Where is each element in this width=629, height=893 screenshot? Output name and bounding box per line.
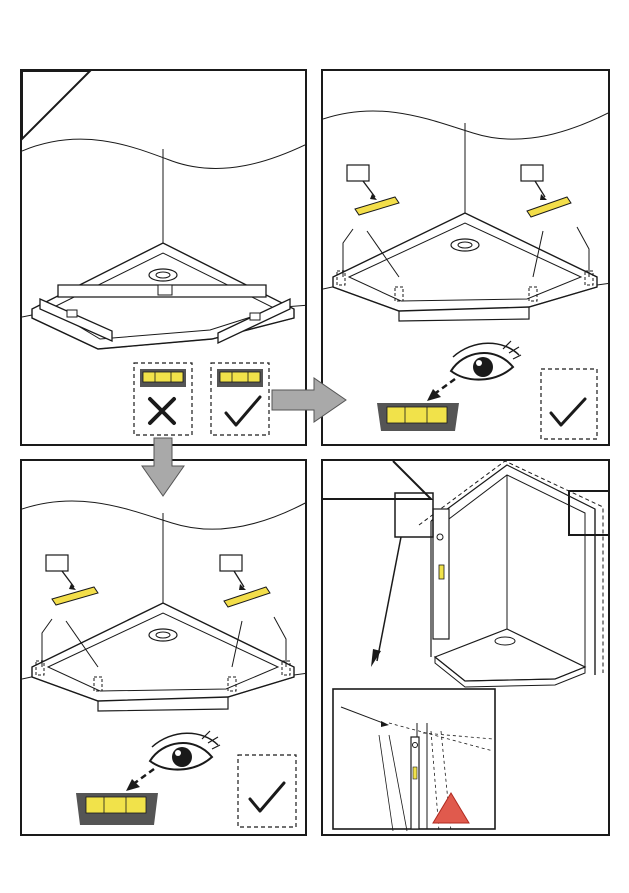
plumb-detail (333, 689, 495, 831)
wall-profile-icon (433, 509, 449, 639)
level-wrong-example (134, 363, 192, 435)
shim-icon (527, 197, 571, 217)
wall-profile-illustration (323, 461, 610, 836)
step-panel-shim-recheck (20, 459, 307, 836)
check-icon (250, 783, 284, 811)
check-icon (226, 397, 260, 425)
bubble-off-center-icon (143, 372, 183, 382)
check-icon (551, 399, 585, 425)
cross-icon (150, 399, 174, 423)
eye-icon (150, 731, 220, 770)
bubble-centered-icon (220, 372, 260, 382)
shower-tray (333, 213, 597, 321)
spirit-level-icon (377, 403, 459, 431)
spirit-level-icon (76, 793, 158, 825)
tray-shim-illustration (323, 71, 610, 446)
tray-level-illustration (22, 71, 307, 446)
shower-tray (32, 603, 294, 711)
next-step-arrow-icon (270, 376, 348, 424)
next-step-arrow-icon (140, 436, 186, 498)
step-panel-level-tray (20, 69, 307, 446)
level-correct-example (211, 363, 269, 435)
step-panel-shim-tray (321, 69, 610, 446)
magnifier-icon (569, 491, 610, 535)
step-panel-wall-profile (321, 459, 610, 836)
step-corner-tab (22, 71, 90, 139)
shim-icon (355, 197, 399, 215)
eye-icon (451, 341, 521, 380)
shim-icon (224, 587, 270, 607)
spirit-level-icon (58, 285, 266, 297)
tray-recheck-illustration (22, 461, 307, 836)
